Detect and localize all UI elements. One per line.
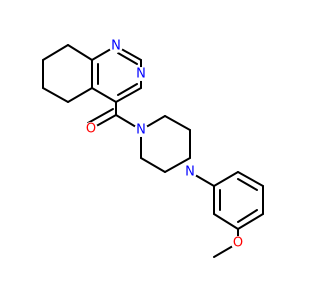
atom-n-pip4: N xyxy=(183,165,197,180)
bond xyxy=(42,87,69,103)
bond xyxy=(213,171,239,187)
bond xyxy=(87,108,114,124)
atom-n3-label: N xyxy=(136,67,146,82)
atom-o-carbonyl: O xyxy=(84,122,98,137)
bond xyxy=(67,44,93,61)
bond xyxy=(91,87,117,103)
atom-o-methoxy: O xyxy=(231,236,245,251)
molecule-diagram: N N O N N O xyxy=(42,39,264,258)
bond xyxy=(117,83,138,96)
atom-n-pip4-label: N xyxy=(185,165,195,180)
atom-n1-label: N xyxy=(111,39,121,54)
bond xyxy=(140,157,166,173)
bond xyxy=(213,213,239,230)
bond xyxy=(164,115,191,131)
bond xyxy=(67,87,93,103)
bond xyxy=(42,44,69,61)
bond xyxy=(237,209,258,223)
atom-o-methoxy-label: O xyxy=(233,236,243,251)
bond xyxy=(117,52,138,65)
bond xyxy=(164,157,191,173)
bond-layer xyxy=(42,44,264,258)
bond xyxy=(115,87,142,103)
bond xyxy=(237,213,264,230)
bond xyxy=(237,178,258,191)
atom-o-carbonyl-label: O xyxy=(86,122,96,137)
atom-n1: N xyxy=(109,39,123,54)
atom-layer: N N O N N O xyxy=(84,39,245,251)
atom-n-pip1: N xyxy=(134,123,148,138)
atom-n-pip1-label: N xyxy=(136,123,146,138)
atom-n3: N xyxy=(134,67,148,82)
bond xyxy=(237,171,264,187)
